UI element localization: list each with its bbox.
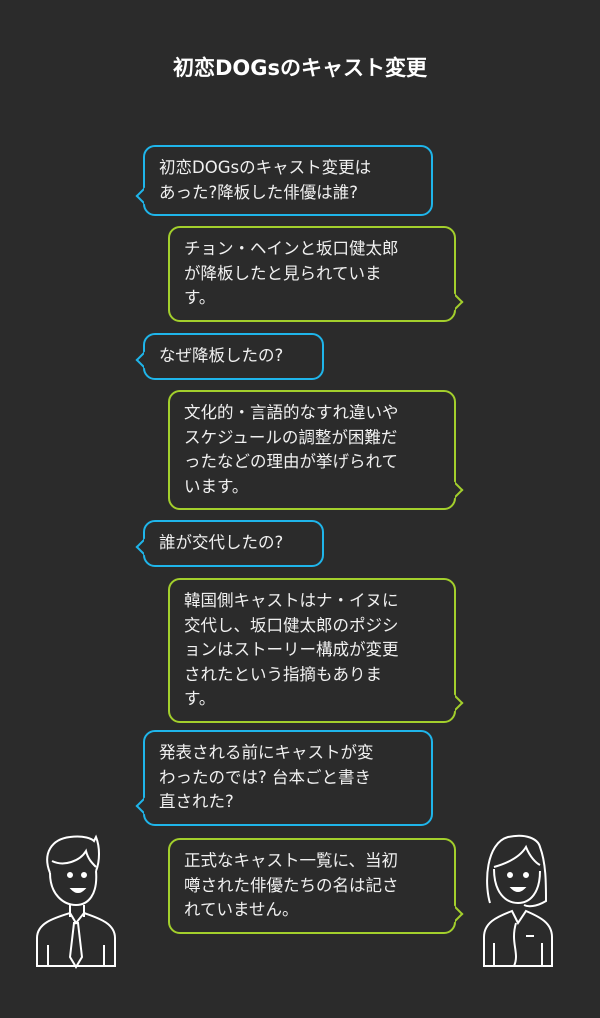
message-text-line: が降板したと見られていま [184, 263, 382, 283]
message-text-line: す。 [184, 689, 216, 708]
message-text-line: 正式なキャスト一覧に、当初 [184, 851, 399, 870]
answer-bubble: 韓国側キャストはナ・イヌに交代し、坂口健太郎のポジションはストーリー構成が変更さ… [168, 578, 464, 723]
question-bubble: 発表される前にキャストが変わったのでは? 台本ごと書き直された? [135, 730, 433, 826]
woman-avatar-icon [483, 834, 553, 967]
message-text-line: 交代し、坂口健太郎のポジシ [184, 615, 399, 635]
message-text-line: されたという指摘もありま [184, 664, 382, 684]
man-avatar-icon [36, 834, 116, 969]
answer-bubble: 文化的・言語的なすれ違いやスケジュールの調整が困難だったなどの理由が挙げられてい… [168, 390, 464, 510]
message-text-line: 韓国側キャストはナ・イヌに [184, 591, 399, 610]
bubble-tail [446, 905, 464, 922]
message-text-line: 噂された俳優たちの名は記さ [184, 875, 399, 895]
message-text-line: れていません。 [184, 900, 299, 919]
message-text-line: チョン・ヘインと坂口健太郎 [184, 239, 399, 258]
question-bubble: 初恋DOGsのキャスト変更はあった?降板した俳優は誰? [135, 145, 433, 216]
message-text-line: 発表される前にキャストが変 [159, 743, 374, 762]
message-text-line: す。 [184, 288, 216, 307]
message-text-line: わったのでは? 台本ごと書き [159, 767, 372, 787]
message-text-line: 誰が交代したの? [159, 533, 284, 552]
message-text-line: います。 [184, 476, 249, 496]
bubble-tail [446, 694, 464, 711]
question-bubble: 誰が交代したの? [135, 520, 324, 567]
page-title: 初恋DOGsのキャスト変更 [172, 56, 428, 80]
answer-bubble: チョン・ヘインと坂口健太郎が降板したと見られています。 [168, 226, 464, 322]
message-text-line: ったなどの理由が挙げられて [184, 452, 399, 471]
answer-bubble: 正式なキャスト一覧に、当初噂された俳優たちの名は記されていません。 [168, 838, 464, 934]
message-text-line: 初恋DOGsのキャスト変更は [159, 158, 372, 177]
bubble-tail [446, 481, 464, 499]
message-text-line: 直された? [159, 792, 234, 811]
bubble-tail [135, 351, 153, 368]
bubble-tail [135, 797, 153, 814]
bubble-tail [135, 538, 153, 555]
bubble-tail [135, 187, 153, 205]
bubble-tail [446, 293, 464, 310]
message-text-line: 文化的・言語的なすれ違いや [184, 403, 399, 422]
message-text-line: あった?降板した俳優は誰? [159, 182, 359, 202]
message-text-line: スケジュールの調整が困難だ [184, 427, 398, 447]
message-text-line: なぜ降板したの? [159, 346, 284, 365]
message-text-line: ョンはストーリー構成が変更 [184, 640, 399, 659]
question-bubble: なぜ降板したの? [135, 333, 324, 380]
